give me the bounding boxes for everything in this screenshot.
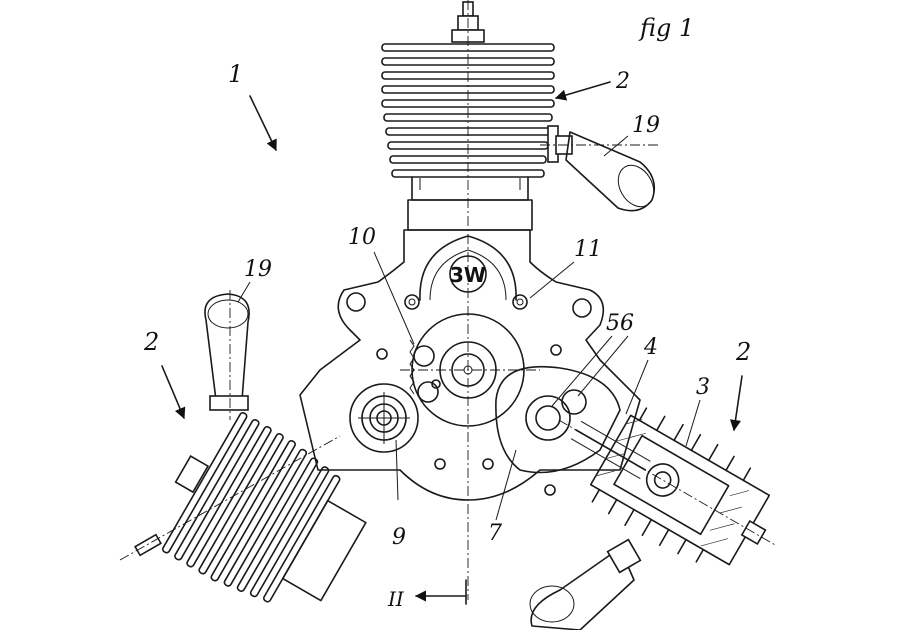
leader-plug-left [237,281,251,303]
section-marker: II [387,579,467,611]
left-plug-boot [204,290,250,420]
brand-logo-circle [449,255,487,293]
left-cylinder [161,411,367,603]
figure-title: fig 1 [638,14,694,42]
right-cylinder [558,407,776,566]
label-cyl-top: 2 [615,69,630,94]
arrow-cyl-right [729,375,743,432]
leader-part-11 [529,261,575,299]
label-part-9: 9 [392,525,406,550]
leader-plug-top [603,135,629,157]
label-part-4: 4 [643,335,658,360]
top-plug-boot [540,125,660,212]
brand-logo-text: 3W [450,263,486,287]
label-cyl-left: 2 [143,328,159,356]
left-cylinder-fins [161,411,341,603]
label-parts-56: 56 [606,311,634,336]
label-cyl-right: 2 [735,338,751,366]
label-part-7: 7 [488,521,502,546]
bottom-right-plug-boot [529,538,642,631]
left-spark-plug [119,435,341,561]
svg-text:fig 1: fig 1 [638,14,694,42]
arrow-engine [249,95,277,152]
leader-gear-10 [373,251,415,345]
crankcase: 3W [299,229,641,501]
part-9-gear [349,383,419,501]
label-section: II [387,587,405,611]
leader-part-7 [495,449,517,521]
part-7-cam [495,365,621,474]
arrow-cyl-top [554,81,611,101]
leader-part-3 [685,399,701,447]
leader-part-5 [551,335,613,407]
label-engine: 1 [228,60,243,88]
label-plug-left: 19 [244,257,272,282]
leader-part-4 [625,359,649,415]
label-part-11: 11 [574,237,602,262]
top-cylinder [381,0,660,600]
label-part-3: 3 [696,375,710,400]
arrow-cyl-left [161,365,186,420]
label-gear-10: 10 [348,225,376,250]
label-plug-top: 19 [632,113,660,138]
leader-part-6 [577,335,629,397]
